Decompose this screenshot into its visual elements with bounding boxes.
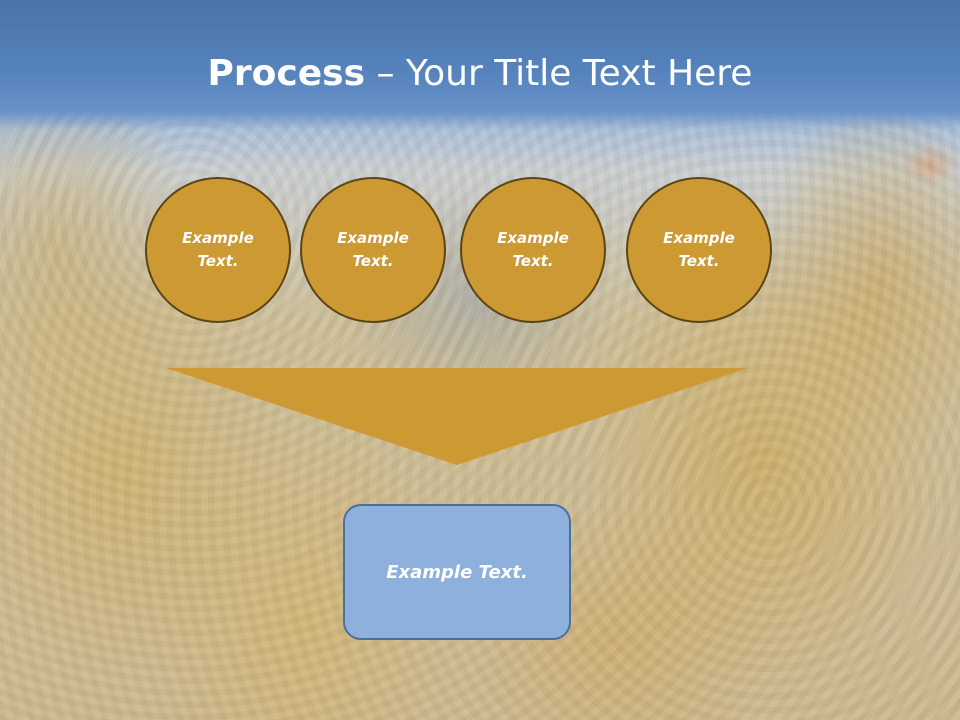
title-separator: – xyxy=(365,53,406,94)
circle-label-line2: Text. xyxy=(512,252,554,270)
title-bold: Process xyxy=(207,53,366,94)
process-circle-3: Example Text. xyxy=(460,177,606,323)
circle-label: Example Text. xyxy=(488,227,578,273)
circle-label-line1: Example xyxy=(663,229,735,247)
title-bar xyxy=(0,0,960,130)
process-circle-2: Example Text. xyxy=(300,177,446,323)
slide-title: Process – Your Title Text Here xyxy=(0,50,960,98)
title-rest: Your Title Text Here xyxy=(405,53,753,94)
process-circle-1: Example Text. xyxy=(145,177,291,323)
circle-label-line1: Example xyxy=(337,229,409,247)
funnel-triangle xyxy=(166,368,748,465)
circle-label: Example Text. xyxy=(328,227,418,273)
result-label: Example Text. xyxy=(386,561,528,583)
circle-label-line2: Text. xyxy=(352,252,394,270)
circle-label: Example Text. xyxy=(654,227,744,273)
circle-label-line2: Text. xyxy=(678,252,720,270)
circle-label-line1: Example xyxy=(497,229,569,247)
circle-label-line2: Text. xyxy=(197,252,239,270)
process-circle-4: Example Text. xyxy=(626,177,772,323)
circle-label-line1: Example xyxy=(182,229,254,247)
result-box: Example Text. xyxy=(343,504,571,640)
circle-label: Example Text. xyxy=(173,227,263,273)
